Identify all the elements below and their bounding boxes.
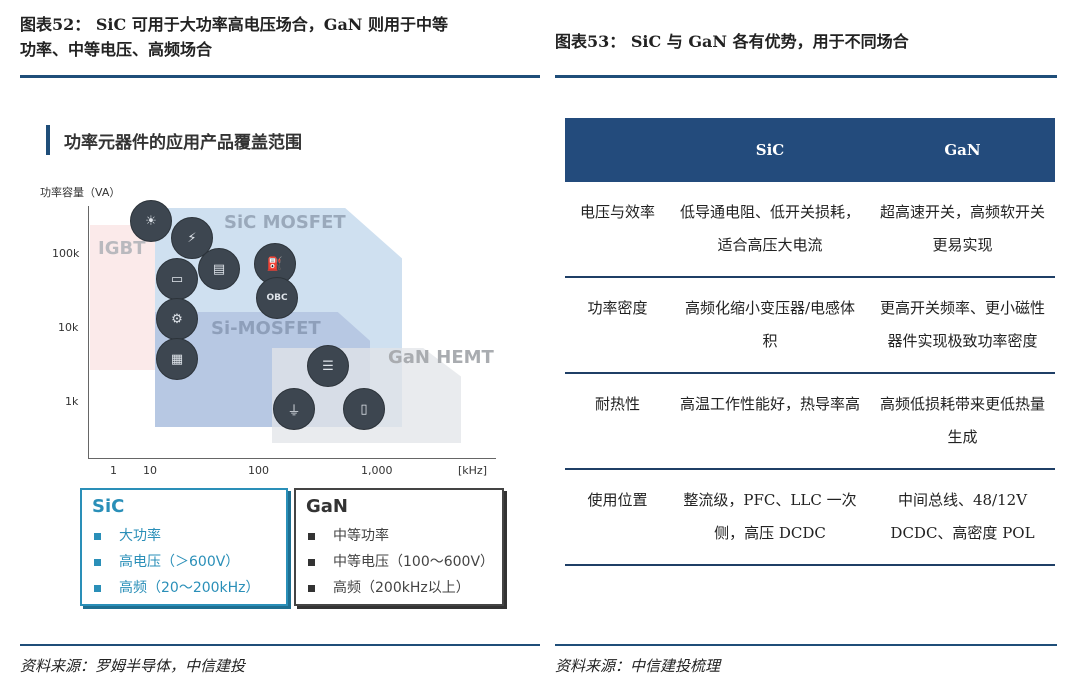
- x-tick: 1: [110, 464, 117, 477]
- divider: [555, 75, 1057, 78]
- y-axis: [88, 206, 89, 458]
- server-rack-icon: ☰: [307, 345, 349, 387]
- y-axis-label: 功率容量（VA）: [40, 186, 121, 199]
- inverter-cabinet-icon: ▯: [343, 388, 385, 430]
- sic-mosfet-label: SiC MOSFET: [224, 212, 346, 233]
- sic-cell: 低导通电阻、低开关损耗，适合高压大电流: [670, 182, 870, 278]
- y-tick: 100k: [52, 247, 80, 260]
- header-gan: GaN: [870, 118, 1055, 182]
- gan-cell: 超高速开关，高频软开关更易实现: [870, 182, 1055, 278]
- header-sic: SiC: [670, 118, 870, 182]
- figure52-title: 图表52： SiC 可用于大功率高电压场合，GaN 则用于中等功率、中等电压、高…: [20, 15, 449, 59]
- divider: [20, 75, 540, 78]
- row-label: 使用位置: [565, 469, 670, 566]
- si-mosfet-label: Si-MOSFET: [211, 318, 321, 339]
- sic-feature: 高频（20～200kHz）: [94, 577, 286, 597]
- heading-bar: [46, 125, 50, 155]
- figure53-source: 资料来源：中信建投梳理: [555, 657, 721, 675]
- gan-features-box: GaN 中等功率 中等电压（100～600V） 高频（200kHz以上）: [294, 488, 504, 606]
- x-tick: 1,000: [361, 464, 393, 477]
- air-conditioner-icon: ▭: [156, 258, 198, 300]
- gan-feature: 中等电压（100～600V）: [308, 551, 502, 571]
- sic-cell: 整流级，PFC、LLC 一次侧，高压 DCDC: [670, 469, 870, 566]
- header-cell: [565, 118, 670, 182]
- x-tick: [kHz]: [458, 464, 487, 477]
- sic-cell: 高温工作性能好，热导率高: [670, 373, 870, 470]
- power-adapter-icon: ⏚: [273, 388, 315, 430]
- obc-car-icon: OBC: [256, 277, 298, 319]
- ups-cabinet-icon: ▤: [198, 248, 240, 290]
- gan-feature: 高频（200kHz以上）: [308, 577, 502, 597]
- x-tick: 100: [248, 464, 269, 477]
- sic-feature: 大功率: [94, 525, 286, 545]
- y-tick: 1k: [65, 395, 79, 408]
- gan-cell: 更高开关频率、更小磁性器件实现极致功率密度: [870, 277, 1055, 374]
- gan-hemt-label: GaN HEMT: [388, 347, 494, 368]
- row-label: 耐热性: [565, 373, 670, 470]
- figure-heading: 功率元器件的应用产品覆盖范围: [64, 133, 302, 153]
- y-tick: 10k: [58, 321, 79, 334]
- igbt-label: IGBT: [98, 238, 146, 259]
- igbt-region: [90, 225, 155, 370]
- sic-feature: 高电压（＞600V）: [94, 551, 286, 571]
- table-header: SiC GaN: [565, 118, 1055, 182]
- ev-charging-car-icon: ⚡: [171, 217, 213, 259]
- divider: [20, 644, 540, 646]
- gan-cell: 中间总线、48/12V DCDC、高密度 POL: [870, 469, 1055, 566]
- table-row: 电压与效率低导通电阻、低开关损耗，适合高压大电流超高速开关，高频软开关更易实现: [565, 182, 1055, 278]
- sic-box-title: SiC: [92, 496, 125, 517]
- divider: [555, 644, 1057, 646]
- row-label: 电压与效率: [565, 182, 670, 278]
- table-row: 耐热性高温工作性能好，热导率高高频低损耗带来更低热量生成: [565, 373, 1055, 470]
- sic-features-box: SiC 大功率 高电压（＞600V） 高频（20～200kHz）: [80, 488, 288, 606]
- figure53-title: 图表53： SiC 与 GaN 各有优势，用于不同场合: [555, 32, 909, 51]
- appliance-icon: ▦: [156, 338, 198, 380]
- robot-arm-icon: ⚙: [156, 298, 198, 340]
- gan-box-title: GaN: [306, 496, 348, 517]
- gan-feature: 中等功率: [308, 525, 502, 545]
- row-label: 功率密度: [565, 277, 670, 374]
- sic-cell: 高频化缩小变压器/电感体积: [670, 277, 870, 374]
- comparison-table: SiC GaN 电压与效率低导通电阻、低开关损耗，适合高压大电流超高速开关，高频…: [565, 118, 1055, 566]
- x-tick: 10: [143, 464, 157, 477]
- table-row: 功率密度高频化缩小变压器/电感体积更高开关频率、更小磁性器件实现极致功率密度: [565, 277, 1055, 374]
- x-axis: [88, 458, 496, 459]
- gan-cell: 高频低损耗带来更低热量生成: [870, 373, 1055, 470]
- solar-icon: ☀: [130, 200, 172, 242]
- figure52-source: 资料来源：罗姆半导体，中信建投: [20, 657, 246, 675]
